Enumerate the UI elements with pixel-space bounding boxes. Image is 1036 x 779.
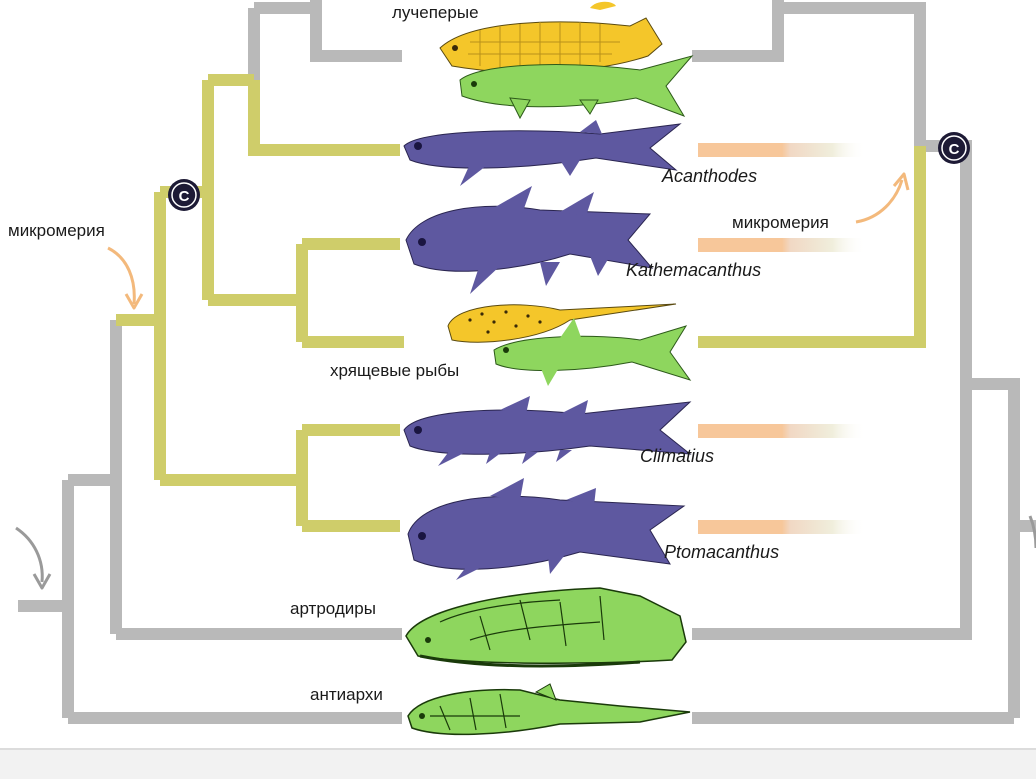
arthrodire-fish-icon <box>406 588 686 666</box>
right-tree-gray-branches <box>692 0 1036 718</box>
left-tree-olive-branches <box>116 80 404 526</box>
root-curved-arrow-icon <box>16 528 50 588</box>
bottom-strip <box>0 748 1036 779</box>
right-micromery-label: микромерия <box>732 213 829 232</box>
label-kathemacanthus: Kathemacanthus <box>626 260 761 280</box>
label-acanthodes: Acanthodes <box>661 166 757 186</box>
left-curved-arrow-icon <box>108 248 142 308</box>
label-arthrodires: артродиры <box>290 599 376 618</box>
bar-climatius <box>698 424 866 438</box>
left-node-c-icon: C <box>168 179 200 211</box>
branch-acanthodes-left <box>254 80 400 150</box>
acanthodes-fish-icon <box>404 120 680 186</box>
bar-ptomacanthus <box>698 520 866 534</box>
node-c-text: C <box>179 188 190 205</box>
kathemacanthus-fish-icon <box>406 186 652 294</box>
label-cartilaginous: хрящевые рыбы <box>330 361 459 380</box>
bar-acanthodes <box>698 143 866 157</box>
bar-kathemacanthus <box>698 238 866 252</box>
branch-arthrodires-right <box>692 384 966 634</box>
branch-ray-finned-left <box>316 0 402 56</box>
label-climatius: Climatius <box>640 446 714 466</box>
vertical-right-root <box>966 384 1014 718</box>
label-antiarchs: антиархи <box>310 685 383 704</box>
left-micromery-label: микромерия <box>8 221 105 240</box>
label-ray-finned: лучеперые <box>392 3 479 22</box>
ptomacanthus-fish-icon <box>408 478 684 580</box>
vertical-right-crown <box>920 146 966 384</box>
node-c-text-right: C <box>949 141 960 158</box>
branch-ray-finned-right <box>692 8 920 146</box>
right-node-c-icon: C <box>938 132 970 164</box>
label-ptomacanthus: Ptomacanthus <box>664 542 779 562</box>
right-curved-arrow-icon <box>856 174 908 222</box>
antiarch-fish-icon <box>408 684 690 734</box>
